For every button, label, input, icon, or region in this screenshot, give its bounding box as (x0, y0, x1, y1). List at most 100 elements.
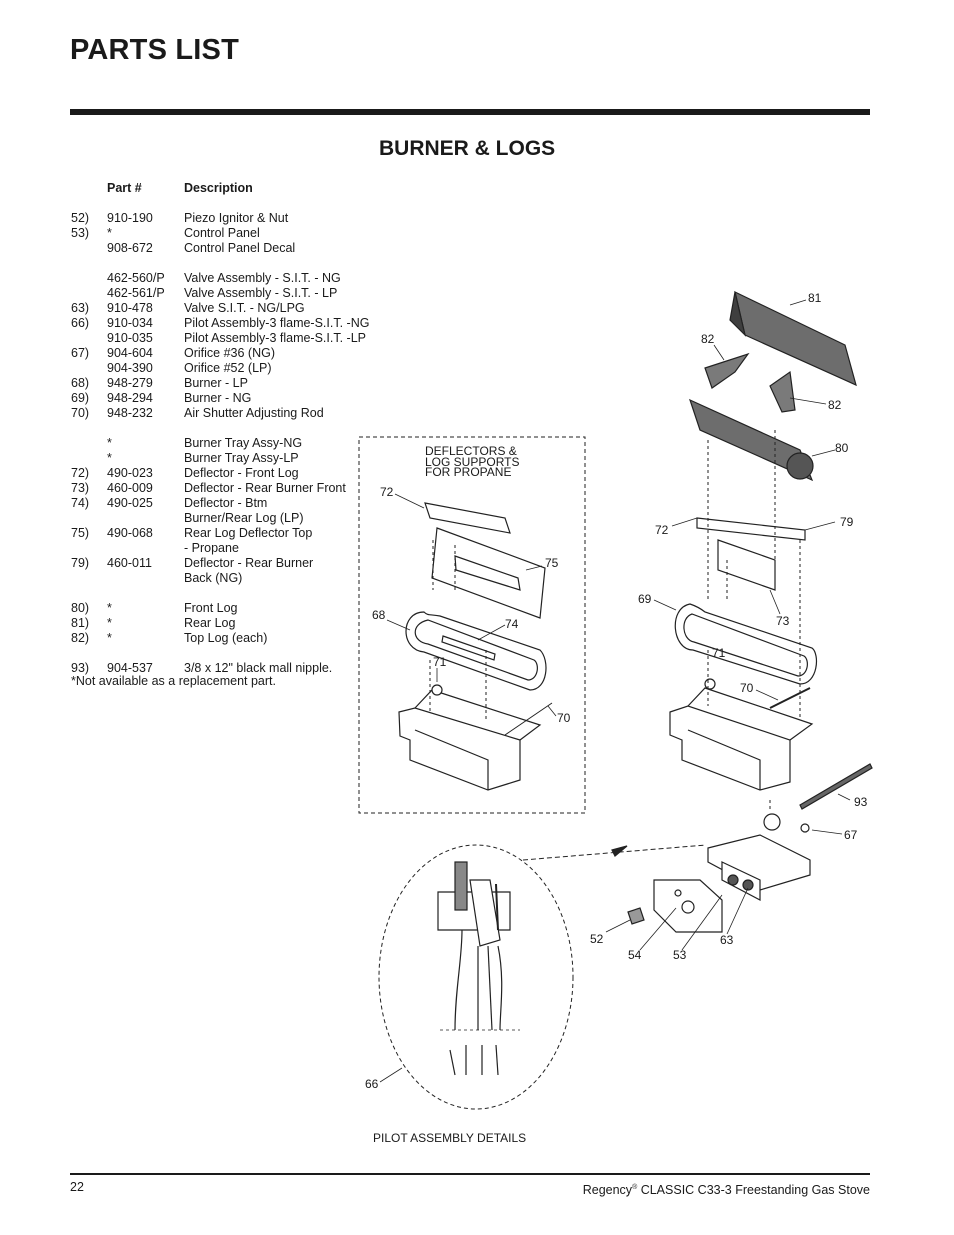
part-description: Deflector - Btm (184, 496, 268, 510)
callout-74: 74 (505, 617, 519, 631)
callout-93: 93 (854, 795, 868, 809)
part-number: 948-294 (107, 391, 153, 405)
part-number: * (107, 616, 112, 630)
item-number: 75) (71, 526, 90, 540)
item-number: 72) (71, 466, 90, 480)
callout-79: 79 (840, 515, 854, 529)
item-number: 79) (71, 556, 90, 570)
callout-53: 53 (673, 948, 687, 962)
part-number: * (107, 226, 112, 240)
part-number: 948-279 (107, 376, 153, 390)
pilot-caption: PILOT ASSEMBLY DETAILS (373, 1131, 527, 1145)
callout-82: 82 (701, 332, 715, 346)
part-description: Valve S.I.T. - NG/LPG (184, 301, 305, 315)
registered-mark: ® (632, 1183, 638, 1191)
page-number: 22 (70, 1180, 84, 1194)
item-number: 68) (71, 376, 90, 390)
part-description: Pilot Assembly-3 flame-S.I.T. -NG (184, 316, 370, 330)
part-description: Burner/Rear Log (LP) (184, 511, 304, 525)
header-description: Description (184, 181, 253, 195)
deflector-note-line: FOR PROPANE (425, 465, 512, 479)
propane-assembly (386, 493, 557, 791)
part-number: 460-011 (107, 556, 152, 570)
item-number: 73) (71, 481, 90, 495)
part-number: 490-023 (107, 466, 153, 480)
part-number: 904-604 (107, 346, 153, 360)
deflector-note-line: DEFLECTORS & (425, 444, 517, 458)
footer-title: Regency® CLASSIC C33-3 Freestanding Gas … (583, 1183, 870, 1197)
part-number: * (107, 601, 112, 615)
part-description: Air Shutter Adjusting Rod (184, 406, 324, 420)
callout-63: 63 (720, 933, 734, 947)
top-rule (70, 109, 870, 115)
header-part-number: Part # (107, 181, 142, 195)
part-number: 462-560/P (107, 271, 165, 285)
part-number: 490-068 (107, 526, 153, 540)
item-number: 74) (71, 496, 90, 510)
part-description: Piezo Ignitor & Nut (184, 211, 289, 225)
bottom-rule (70, 1173, 870, 1175)
item-number: 53) (71, 226, 90, 240)
part-number: 460-009 (107, 481, 153, 495)
part-description: Deflector - Rear Burner (184, 556, 314, 570)
part-number: 908-672 (107, 241, 153, 255)
log-assembly (522, 290, 873, 951)
part-number: 904-537 (107, 661, 153, 675)
part-number: * (107, 451, 112, 465)
part-number: * (107, 631, 112, 645)
part-description: Rear Log Deflector Top (184, 526, 313, 540)
part-description: Deflector - Front Log (184, 466, 299, 480)
callout-81: 81 (808, 291, 822, 305)
callout-70: 70 (740, 681, 754, 695)
item-number: 69) (71, 391, 90, 405)
callout-69: 69 (638, 592, 652, 606)
part-description: Burner - LP (184, 376, 248, 390)
part-number: * (107, 436, 112, 450)
part-number: 948-232 (107, 406, 153, 420)
callout-71: 71 (712, 646, 726, 660)
part-number: 910-478 (107, 301, 153, 315)
callout-70: 70 (557, 711, 571, 725)
callout-73: 73 (776, 614, 790, 628)
part-description: Burner - NG (184, 391, 252, 405)
part-description: Top Log (each) (184, 631, 268, 645)
part-description: Rear Log (184, 616, 236, 630)
replacement-note: *Not available as a replacement part. (71, 674, 276, 688)
part-description: Valve Assembly - S.I.T. - LP (184, 286, 338, 300)
item-number: 70) (71, 406, 90, 420)
callout-82: 82 (828, 398, 842, 412)
part-description: Orifice #52 (LP) (184, 361, 272, 375)
item-number: 80) (71, 601, 90, 615)
part-description: Burner Tray Assy-NG (184, 436, 303, 450)
part-number: 904-390 (107, 361, 153, 375)
product-name: CLASSIC C33-3 Freestanding Gas Stove (637, 1183, 870, 1197)
part-description: Valve Assembly - S.I.T. - NG (184, 271, 341, 285)
callout-66: 66 (365, 1077, 379, 1091)
part-description: Control Panel (184, 226, 260, 240)
part-number: 910-034 (107, 316, 153, 330)
callout-75: 75 (545, 556, 559, 570)
part-description: Front Log (184, 601, 238, 615)
item-number: 67) (71, 346, 90, 360)
brand-name: Regency (582, 1183, 633, 1197)
deflector-note-line: LOG SUPPORTS (425, 454, 520, 469)
part-number: 910-190 (107, 211, 153, 225)
callout-67: 67 (844, 828, 858, 842)
callout-52: 52 (590, 932, 604, 946)
part-number: 910-035 (107, 331, 153, 345)
callout-68: 68 (372, 608, 386, 622)
callout-54: 54 (628, 948, 642, 962)
callout-72: 72 (655, 523, 669, 537)
propane-detail-box (358, 436, 586, 814)
item-number: 82) (71, 631, 90, 645)
part-description: 3/8 x 12" black mall nipple. (184, 661, 333, 675)
item-number: 93) (71, 661, 90, 675)
part-description: Burner Tray Assy-LP (184, 451, 299, 465)
part-description: - Propane (184, 541, 239, 555)
item-number: 66) (71, 316, 90, 330)
part-description: Back (NG) (184, 571, 243, 585)
item-number: 63) (71, 301, 90, 315)
page-title: PARTS LIST (70, 34, 240, 66)
pilot-assembly-detail (378, 844, 574, 1110)
